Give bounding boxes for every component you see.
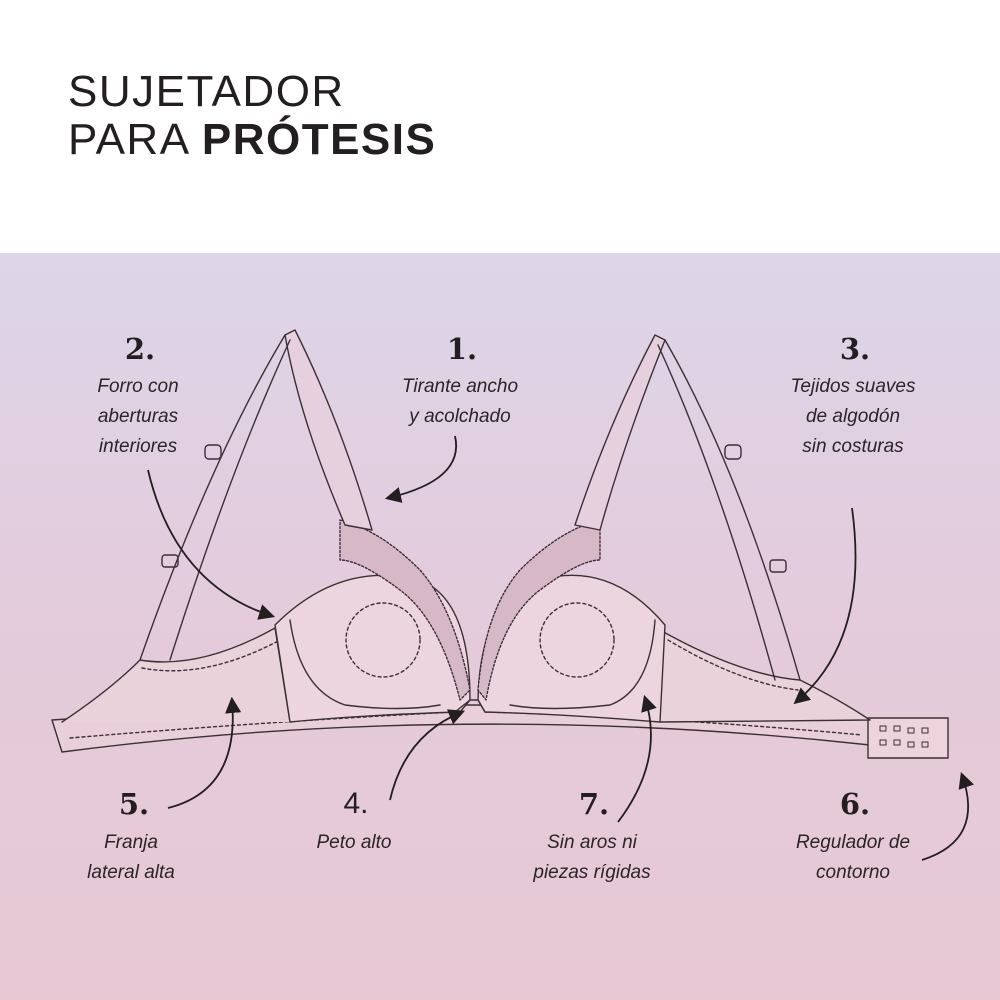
callout-line: Sin aros ni [547,832,637,853]
callout-text: Regulador de contorno [796,828,910,888]
callout-line: Forro con [97,376,179,397]
cup-left-seam [289,619,441,710]
pocket-opening-right [539,602,615,678]
arrow-1 [384,435,457,503]
strap-left-back-2 [169,339,291,661]
hook-eyes [879,725,929,748]
callout-line: piezas rígidas [533,862,651,883]
callout-number: 6. [839,787,871,821]
callout-line: Tirante ancho [401,376,519,397]
pocket-opening-left [345,602,421,678]
strap-right-back-2 [657,344,776,681]
arrow-6 [921,771,974,861]
callout-number: 2. [124,332,156,366]
cup-left [274,574,471,723]
side-wing-right [659,629,871,723]
callout-text: Sin aros ni piezas rígidas [533,828,650,888]
callout-number: 3. [839,332,871,366]
arrow-5 [167,696,242,809]
callout-line: y acolchado [409,406,511,427]
center-gore [454,699,486,713]
callout-line: contorno [816,862,890,883]
lace-left [339,519,471,701]
callout-line: Regulador de [795,832,911,853]
wing-edge-left [141,639,281,672]
callout-line: Franja [104,832,158,853]
arrow-2 [147,469,276,620]
callout-line: Peto alto [316,832,392,853]
strap-left-back [139,334,286,661]
callout-number: 7. [578,787,610,821]
arrow-3 [793,507,857,705]
title-line-2: PARA PRÓTESIS [68,116,436,164]
callout-text: Franja lateral alta [87,828,175,888]
callout-text: Forro con aberturas interiores [97,372,178,462]
strap-left [284,329,373,531]
wing-edge-right [667,639,799,691]
hook-eye-closure [867,717,949,759]
strap-right-back [664,339,801,681]
strap-ring-left [161,554,179,568]
band-zigzag-left [69,711,456,739]
strap-ring-right [769,559,787,573]
callout-text: Tejidos suaves de algodón sin costuras [791,372,916,462]
arrow-4 [389,709,466,801]
title-regular: PARA [68,115,202,164]
callout-line: lateral alta [87,862,175,883]
arrow-7 [617,694,657,823]
callout-text: Tirante ancho y acolchado [402,372,518,432]
callout-number: 1. [446,332,478,366]
callout-line: de algodón [805,406,901,427]
callout-number: 5. [118,787,150,821]
callout-line: interiores [98,436,178,457]
page-title: SUJETADOR PARA PRÓTESIS [68,68,436,164]
strap-slider-left [204,444,222,460]
callout-line: sin costuras [802,436,904,457]
title-line-1: SUJETADOR [68,67,345,116]
strap-slider-right [724,444,742,460]
title-bold: PRÓTESIS [201,115,437,164]
cup-right-seam [509,619,656,710]
strap-right [574,334,666,531]
callout-line: Tejidos suaves [790,376,916,397]
callout-line: aberturas [97,406,179,427]
callout-text: Peto alto [317,828,392,858]
callout-number: 4. [343,787,369,820]
lace-right [477,519,601,701]
